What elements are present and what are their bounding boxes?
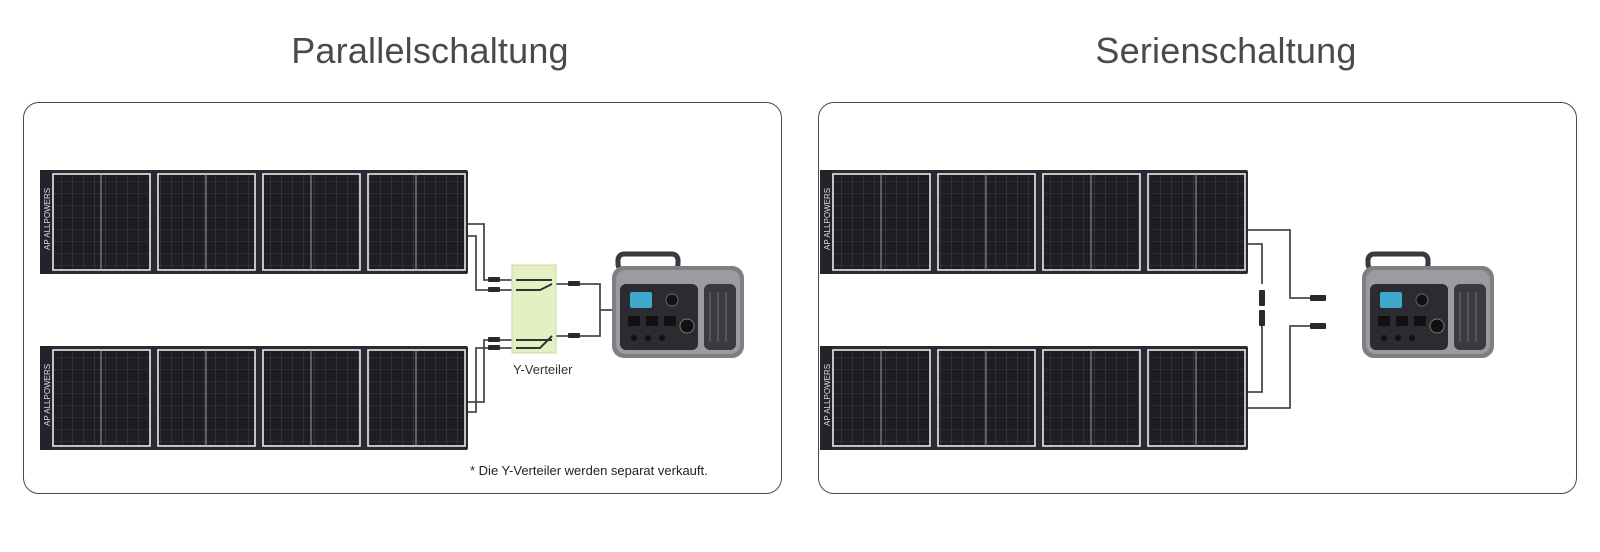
title-series: Serienschaltung: [1095, 30, 1357, 71]
svg-text:AP ALLPOWERS: AP ALLPOWERS: [823, 188, 832, 250]
series-solar-panel-bottom: [819, 345, 1249, 451]
y-splitter-label: Y-Verteiler: [513, 362, 573, 377]
series-solar-panel-top: [819, 169, 1249, 275]
series-connectors: [1259, 290, 1326, 329]
splitter-note: * Die Y-Verteiler werden separat verkauf…: [470, 463, 708, 478]
y-splitter: [511, 264, 557, 354]
parallel-power-station: [612, 254, 744, 358]
svg-text:AP ALLPOWERS: AP ALLPOWERS: [43, 364, 52, 426]
title-parallel: Parallelschaltung: [291, 30, 569, 71]
allpowers-logo: AP ALLPOWERS AP ALLPOWERS AP ALLPOWERS A…: [43, 188, 832, 426]
series-power-station: [1362, 254, 1494, 358]
svg-text:AP ALLPOWERS: AP ALLPOWERS: [43, 188, 52, 250]
series-cables: [1248, 229, 1326, 409]
parallel-solar-panel-top: [39, 169, 469, 275]
parallel-solar-panel-bottom: [39, 345, 469, 451]
parallel-connectors: [488, 277, 580, 350]
svg-text:AP ALLPOWERS: AP ALLPOWERS: [823, 364, 832, 426]
